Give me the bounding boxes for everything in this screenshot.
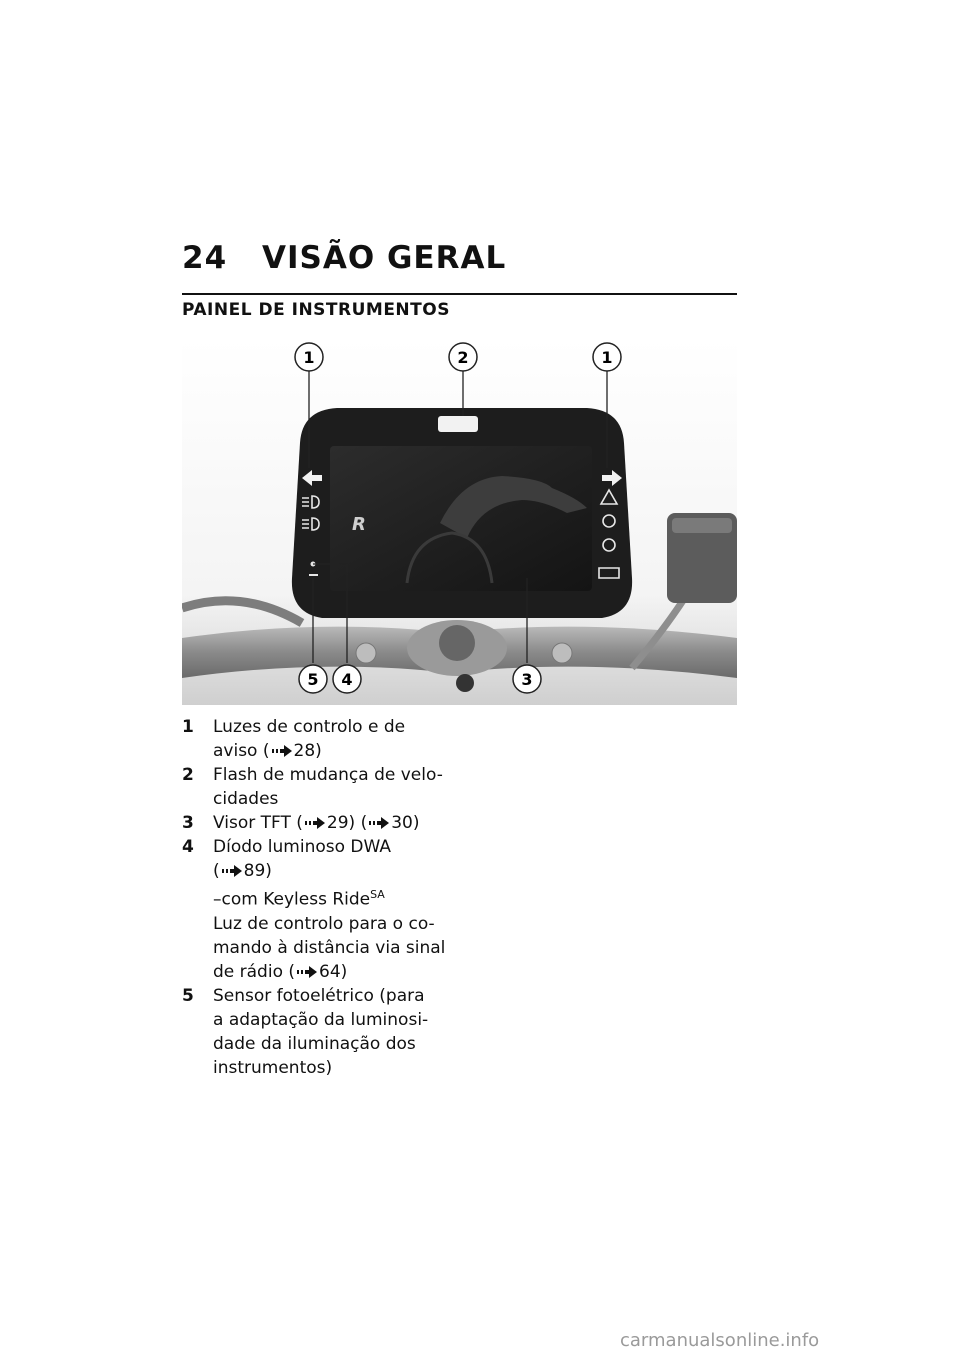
display-gauge <box>405 531 494 584</box>
legend-number: 2 <box>182 765 194 785</box>
page-reference[interactable]: 29) ( <box>326 813 368 833</box>
instrument-cluster-illustration: R 1 <box>182 338 737 705</box>
legend-text: dade da iluminação dos <box>213 1033 416 1054</box>
traction-control-icon <box>602 538 616 552</box>
page-reference[interactable]: 64) <box>319 961 348 982</box>
legend-text: Visor TFT ( <box>213 813 303 833</box>
legend-text: a adaptação da luminosi- <box>213 1009 429 1030</box>
page-reference-arrow-icon <box>297 965 318 978</box>
page-reference-arrow-icon <box>221 865 242 877</box>
header-rule <box>182 293 737 295</box>
callout-3: 3 <box>521 670 532 689</box>
legend-text: Díodo luminoso DWA <box>213 837 392 857</box>
brake-reservoir <box>667 513 737 603</box>
watermark: carmanualsonline.info <box>620 1330 820 1351</box>
light-sensor <box>309 574 318 576</box>
legend-item-5: 5 Sensor fotoelétrico (para a adaptação … <box>182 984 452 1080</box>
cable <box>182 596 305 627</box>
bolt <box>551 642 573 664</box>
left-turn-signal-icon <box>302 470 322 486</box>
legend-item-2: 2 Flash de mudança de velo- cidades <box>182 763 452 811</box>
legend-number: 3 <box>182 813 194 833</box>
callout-4: 4 <box>341 670 352 689</box>
bolt <box>355 642 377 664</box>
chapter-title: VISÃO GERAL <box>262 240 507 276</box>
shift-light <box>438 416 478 432</box>
callout-1-left: 1 <box>303 348 314 367</box>
page-number: 24 <box>182 240 228 276</box>
instrument-cluster-figure: R 1 <box>182 338 737 705</box>
legend-text: instrumentos) <box>213 1057 333 1078</box>
display-logo: R <box>352 514 366 535</box>
reservoir-cap <box>672 518 732 533</box>
bmw-logo <box>456 674 474 692</box>
legend-text: mando à distância via sinal <box>213 937 446 958</box>
display-graphic <box>440 476 587 538</box>
high-beam-icon <box>311 517 320 531</box>
callout-1-right: 1 <box>601 348 612 367</box>
page-reference[interactable]: 28) <box>293 741 322 761</box>
legend-text: de rádio ( <box>213 961 296 982</box>
condition-text: –com Keyless Ride <box>213 889 371 910</box>
page-reference-arrow-icon <box>271 745 292 757</box>
engine-icon <box>598 567 620 579</box>
page-reference-arrow-icon <box>369 817 390 829</box>
legend-text: Luz de controlo para o co- <box>213 913 435 934</box>
callout-5: 5 <box>307 670 318 689</box>
legend-number: 1 <box>182 717 194 737</box>
low-beam-icon <box>311 495 320 509</box>
legend-text: Sensor fotoelétrico (para <box>213 985 425 1006</box>
legend-number: 5 <box>182 985 194 1006</box>
abs-icon <box>602 514 616 528</box>
callout-2: 2 <box>457 348 468 367</box>
ignition-lock <box>439 625 475 661</box>
special-equipment-marker: SA <box>370 888 385 901</box>
legend-text: aviso ( <box>213 741 270 761</box>
legend-text: ( <box>213 861 220 881</box>
legend-item-3: 3 Visor TFT ( 29) ( 30) <box>182 811 452 835</box>
warning-triangle-icon <box>599 488 619 505</box>
right-turn-signal-icon <box>602 470 622 486</box>
page-reference[interactable]: 89) <box>243 861 272 881</box>
legend-text: Luzes de controlo e de <box>213 717 406 737</box>
legend-text: cidades <box>213 789 279 809</box>
figure-legend: 1 Luzes de controlo e de aviso ( 28) 2 Fl… <box>182 715 452 1080</box>
legend-text: Flash de mudança de velo- <box>213 765 443 785</box>
legend-number: 4 <box>182 837 194 857</box>
page-reference-arrow-icon <box>304 817 325 829</box>
legend-item-1: 1 Luzes de controlo e de aviso ( 28) <box>182 715 452 763</box>
section-title: PAINEL DE INSTRUMENTOS <box>182 300 450 320</box>
legend-item-4: 4 Díodo luminoso DWA (89) –com Keyless R… <box>182 835 452 984</box>
page-reference[interactable]: 30) <box>391 813 420 833</box>
